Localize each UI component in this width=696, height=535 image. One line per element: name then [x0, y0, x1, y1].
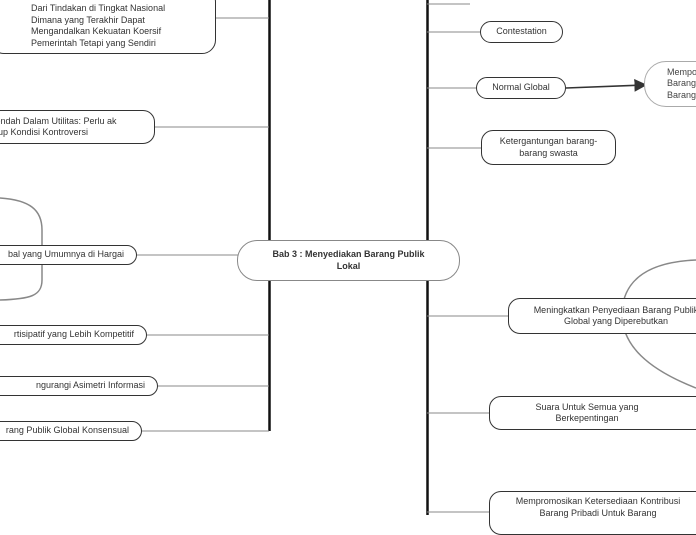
topic-left-6-label: rang Publik Global Konsensual — [5, 425, 129, 436]
central-topic-label: Bab 3 : Menyediakan Barang Publik Lokal — [272, 249, 425, 271]
topic-right-1[interactable]: Contestation — [480, 21, 563, 43]
topic-right-2[interactable]: Normal Global — [476, 77, 566, 99]
topic-right-3-label: Ketergantungan barang-barang swasta — [499, 136, 598, 158]
topic-left-4-label: rtisipatif yang Lebih Kompetitif — [13, 329, 134, 340]
topic-right-4[interactable]: Meningkatkan Penyediaan Barang Publik Gl… — [508, 298, 696, 334]
relationship-arrow — [565, 78, 648, 92]
topic-left-5[interactable]: ngurangi Asimetri Informasi — [0, 376, 158, 396]
topic-right-5[interactable]: Suara Untuk Semua yang Berkepentingan — [489, 396, 696, 430]
topic-left-1-label: Dari Tindakan di Tingkat Nasional Dimana… — [31, 3, 166, 48]
subtopic-normal-global[interactable]: Mempo Barang Barang — [644, 61, 696, 107]
topic-left-2-label: s Rendah Dalam Utilitas: Perlu ak Cukup … — [0, 115, 117, 138]
central-topic[interactable]: Bab 3 : Menyediakan Barang Publik Lokal — [237, 240, 460, 281]
topic-right-1-label: Contestation — [496, 26, 547, 37]
topic-left-3-label: bal yang Umumnya di Hargai — [7, 249, 124, 260]
topic-right-4-label: Meningkatkan Penyediaan Barang Publik Gl… — [533, 304, 696, 327]
topic-left-3[interactable]: bal yang Umumnya di Hargai — [0, 245, 137, 265]
topic-right-2-label: Normal Global — [492, 82, 550, 93]
mind-map-connectors — [0, 0, 696, 515]
topic-right-6[interactable]: Mempromosikan Ketersediaan Kontribusi Ba… — [489, 491, 696, 535]
topic-left-5-label: ngurangi Asimetri Informasi — [35, 380, 145, 391]
topic-right-6-label: Mempromosikan Ketersediaan Kontribusi Ba… — [515, 496, 681, 518]
subtopic-normal-global-label: Mempo Barang Barang — [667, 66, 696, 100]
left-boundary-curve — [0, 197, 43, 301]
topic-left-4[interactable]: rtisipatif yang Lebih Kompetitif — [0, 325, 147, 345]
topic-right-5-label: Suara Untuk Semua yang Berkepentingan — [535, 401, 639, 424]
topic-right-3[interactable]: Ketergantungan barang-barang swasta — [481, 130, 616, 165]
topic-left-2[interactable]: s Rendah Dalam Utilitas: Perlu ak Cukup … — [0, 110, 155, 144]
topic-left-6[interactable]: rang Publik Global Konsensual — [0, 421, 142, 441]
topic-left-1[interactable]: Dari Tindakan di Tingkat Nasional Dimana… — [0, 0, 216, 54]
